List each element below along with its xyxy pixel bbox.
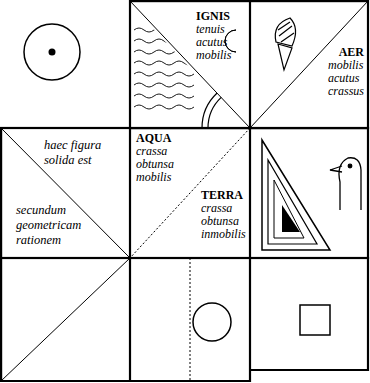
element-name: AER bbox=[300, 46, 364, 59]
note-text: haec figura solida est bbox=[44, 138, 126, 168]
element-qualities: crassa obtunsa mobilis bbox=[136, 145, 174, 184]
element-qualities: tenuis acutus mobilis bbox=[196, 23, 231, 62]
element-region: secundum geometricam rationem bbox=[16, 203, 81, 248]
element-region: AERmobilis acutus crassus bbox=[300, 46, 364, 98]
element-name: TERRA bbox=[201, 189, 246, 202]
element-region: AQUAcrassa obtunsa mobilis bbox=[136, 132, 174, 184]
note-text: secundum geometricam rationem bbox=[16, 203, 81, 248]
element-name: IGNIS bbox=[196, 10, 231, 23]
element-region: haec figura solida est bbox=[44, 138, 126, 168]
element-name: AQUA bbox=[136, 132, 174, 145]
element-region: TERRAcrassa obtunsa inmobilis bbox=[201, 189, 246, 241]
element-qualities: crassa obtunsa inmobilis bbox=[201, 202, 246, 241]
element-region: IGNIStenuis acutus mobilis bbox=[196, 10, 231, 62]
element-qualities: mobilis acutus crassus bbox=[328, 59, 364, 98]
